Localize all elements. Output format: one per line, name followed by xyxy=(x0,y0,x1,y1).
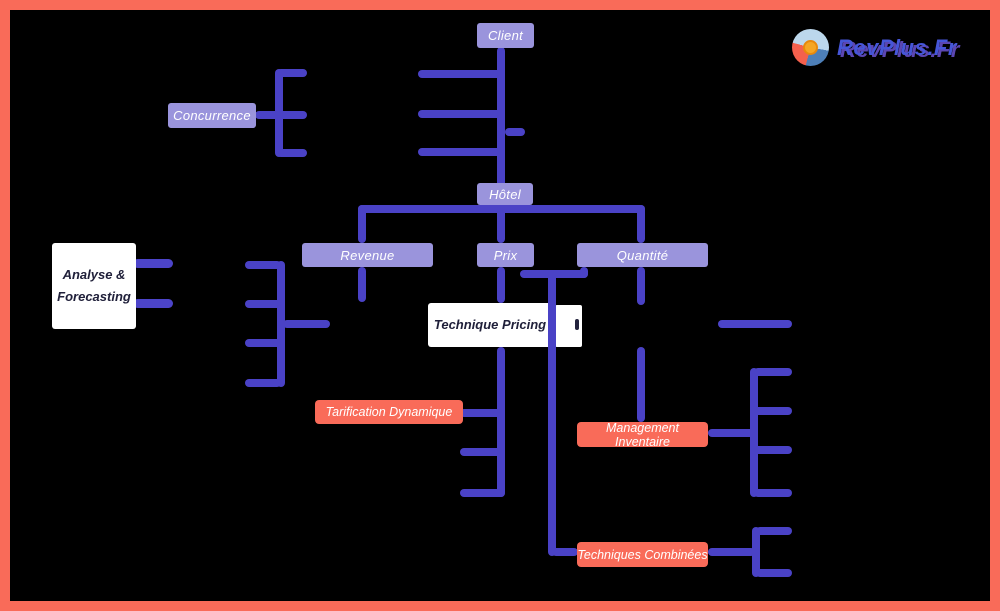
connector-analyse-branch-3 xyxy=(245,339,281,347)
pie-center-dot xyxy=(803,40,818,55)
node-concurrence[interactable]: Concurrence xyxy=(168,103,256,128)
connector-hotel-prix xyxy=(497,205,505,243)
connector-client-branch-1 xyxy=(418,70,501,78)
node-label: Concurrence xyxy=(173,108,251,123)
connector-analyse-branch-1 xyxy=(245,261,281,269)
connector-quantite-hook xyxy=(580,267,588,278)
connector-analyse-pill-1 xyxy=(133,259,173,268)
node-label: Analyse & Forecasting xyxy=(57,267,131,304)
node-label: Management Inventaire xyxy=(606,420,679,449)
connector-concurrence-bottom xyxy=(277,149,307,157)
node-label: Technique Pricing xyxy=(433,317,547,332)
connector-combinees-vertical xyxy=(752,527,760,577)
node-prix[interactable]: Prix xyxy=(477,243,534,267)
node-analyse-forecasting[interactable]: Analyse & Forecasting xyxy=(52,243,136,329)
connector-hotel-quantite xyxy=(637,205,645,243)
connector-pricing-branch-2 xyxy=(460,448,501,456)
connector-analyse-pill-2 xyxy=(133,299,173,308)
connector-long-vertical xyxy=(548,274,556,556)
node-management-inventaire[interactable]: Management Inventaire xyxy=(577,420,708,449)
node-label: Hôtel xyxy=(489,186,521,202)
node-quantite[interactable]: Quantité xyxy=(577,243,708,267)
connector-inventaire-branch-3 xyxy=(754,446,792,454)
connector-quantite-down-2 xyxy=(637,347,645,422)
connector-inventaire-branch-1 xyxy=(754,368,792,376)
connector-inventaire-branch-4 xyxy=(754,489,792,497)
connector-combinees-elbow xyxy=(552,548,578,556)
node-label: Revenue xyxy=(340,247,395,263)
logo: RevPlus.Fr xyxy=(792,29,957,66)
node-techniques-combinees[interactable]: Techniques Combinées xyxy=(577,542,708,567)
node-label: Client xyxy=(487,28,524,43)
connector-revenue-down xyxy=(358,267,366,302)
connector-client-stub-right xyxy=(505,128,525,136)
node-technique-pricing[interactable]: Technique Pricing xyxy=(428,303,552,347)
connector-pricing-branch-3 xyxy=(460,489,505,497)
node-client[interactable]: Client xyxy=(477,23,534,48)
connector-analyse-branch-4 xyxy=(245,379,281,387)
connector-pricing-vertical xyxy=(497,347,505,497)
node-revenue[interactable]: Revenue xyxy=(302,243,433,267)
logo-text: RevPlus.Fr xyxy=(837,34,957,60)
node-hotel[interactable]: Hôtel xyxy=(477,183,533,205)
connector-quantite-down-1 xyxy=(637,267,645,305)
connector-analyse-branch-2 xyxy=(245,300,281,308)
pie-chart-icon xyxy=(792,29,829,66)
connector-inventaire-vertical xyxy=(750,368,758,497)
connector-inventaire-branch-2 xyxy=(754,407,792,415)
node-label: Quantité xyxy=(616,247,669,263)
connector-analyse-vertical xyxy=(277,261,285,387)
connector-client-hotel xyxy=(497,47,505,187)
connector-combinees-branch-1 xyxy=(756,527,792,535)
node-tarification-dynamique[interactable]: Tarification Dynamique xyxy=(315,400,463,424)
connector-pricing-tarification xyxy=(460,409,501,417)
connector-client-branch-2 xyxy=(418,110,501,118)
connector-analyse-right xyxy=(283,320,330,328)
node-hidden-node-fragment[interactable] xyxy=(555,305,582,347)
connector-inventaire-link xyxy=(708,429,754,437)
connector-prix-pricing xyxy=(497,267,505,303)
connector-concurrence-vertical xyxy=(275,69,283,157)
connector-concurrence-top xyxy=(277,69,307,77)
connector-hotel-revenue xyxy=(358,205,366,243)
connector-quantite-pill-right xyxy=(718,320,792,328)
node-label: Prix xyxy=(493,247,518,263)
node-label: Techniques Combinées xyxy=(577,547,708,562)
connector-combinees-branch-2 xyxy=(756,569,792,577)
node-label: Tarification Dynamique xyxy=(325,405,453,419)
connector-combinees-link xyxy=(708,548,755,556)
connector-client-branch-3 xyxy=(418,148,501,156)
